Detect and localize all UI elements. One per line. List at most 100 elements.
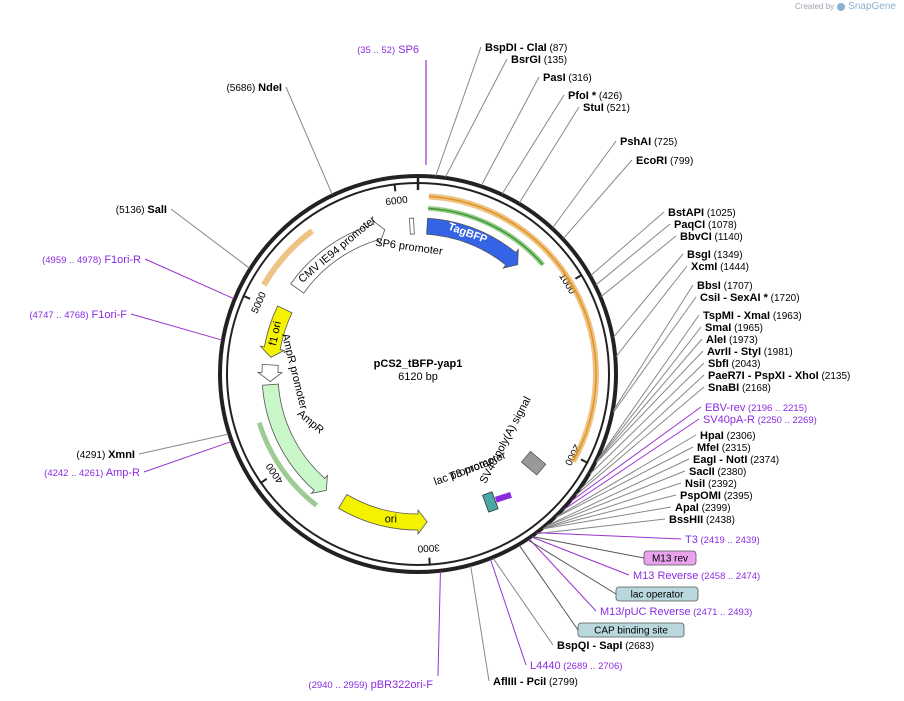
- enzyme-sacii: SacII (2380): [689, 466, 746, 478]
- primer-f1ori-r: (4959 .. 4978) F1ori-R: [42, 254, 141, 266]
- enzyme-bbvci: BbvCI (1140): [680, 231, 743, 243]
- primer-m13-puc-reverse: M13/pUC Reverse (2471 .. 2493): [600, 606, 752, 618]
- callout-line-enzyme-7: [590, 211, 665, 276]
- callout-line-primer-9: [130, 313, 223, 341]
- feature-m13-site: [494, 491, 512, 503]
- callout-line-enzyme-17: [595, 350, 704, 464]
- cds-arc-right-line: [428, 195, 597, 462]
- tick-5000: [242, 294, 251, 300]
- watermark-prefix: Created by: [795, 2, 835, 11]
- callout-line-enzyme-32: [170, 208, 250, 269]
- enzyme-nsii: NsiI (2392): [685, 478, 737, 490]
- enzyme-bsrgi: BsrGI (135): [511, 54, 567, 66]
- callout-line-enzyme-11: [615, 265, 688, 357]
- callout-line-primer-1: [570, 406, 702, 502]
- callout-line-enzyme-3: [501, 94, 565, 194]
- primer-sv40pa-r: SV40pA-R (2250 .. 2269): [703, 414, 817, 426]
- callout-line-enzyme-18: [589, 362, 705, 475]
- callout-line-enzyme-22: [555, 446, 694, 519]
- feature-label-sv40-polya: SV40 poly(A) signal: [478, 395, 534, 486]
- callout-line-primer-7: [437, 571, 441, 677]
- primer-pbr322ori-f: (2940 .. 2959) pBR322ori-F: [308, 679, 433, 691]
- enzyme-bbsi: BbsI (1707): [697, 280, 753, 292]
- callout-line-box-2: [518, 545, 579, 631]
- tick-2000: [580, 458, 589, 464]
- enzyme-pfoi: PfoI * (426): [568, 90, 622, 102]
- callout-line-enzyme-30: [470, 565, 490, 682]
- enzyme-stui: StuI (521): [583, 102, 630, 114]
- enzyme-sbfi: SbfI (2043): [708, 358, 760, 370]
- enzyme-paqci: PaqCI (1078): [674, 219, 737, 231]
- callout-line-enzyme-19: [579, 374, 705, 491]
- callout-line-enzyme-12: [613, 284, 694, 411]
- callout-line-enzyme-13: [612, 296, 697, 413]
- feature-tagbfp: [426, 217, 519, 269]
- callout-line-enzyme-24: [545, 470, 686, 527]
- box-label-m13-rev: M13 rev: [652, 554, 688, 565]
- callout-line-enzyme-2: [480, 76, 540, 186]
- plasmid-size: 6120 bp: [398, 371, 438, 383]
- callout-line-enzyme-20: [575, 386, 705, 496]
- primer-m13-reverse: M13 Reverse (2458 .. 2474): [633, 570, 760, 582]
- enzyme-bspdi: BspDI - ClaI (87): [485, 42, 567, 54]
- callout-line-box-1: [527, 539, 617, 595]
- tick-label-5000: 5000: [250, 290, 269, 315]
- enzyme-eagi: EagI - NotI (2374): [693, 454, 779, 466]
- enzyme-csii: CsiI - SexAI * (1720): [700, 292, 800, 304]
- callout-line-primer-5: [528, 538, 597, 612]
- callout-line-primer-6: [489, 559, 527, 666]
- watermark-brand: SnapGene: [848, 1, 896, 12]
- callout-line-enzyme-14: [597, 314, 700, 460]
- callout-line-enzyme-9: [600, 235, 677, 297]
- callout-line-enzyme-28: [536, 518, 666, 535]
- plasmid-name: pCS2_tBFP-yap1: [374, 358, 463, 370]
- feature-label-cmv-ie94-promoter: CMV IE94 promoter: [296, 214, 378, 286]
- enzyme-afliii: AflIII - PciI (2799): [493, 676, 578, 688]
- enzyme-apai: ApaI (2399): [675, 502, 731, 514]
- feature-label-f1-ori: f1 ori: [267, 320, 284, 346]
- callout-line-primer-8: [143, 441, 232, 473]
- enzyme-sali: (5136) SalI: [116, 204, 167, 216]
- callout-line-enzyme-0: [435, 46, 482, 176]
- snapgene-logo-icon: [837, 2, 846, 11]
- box-cap-binding-site: [577, 622, 685, 638]
- feature-ampr-promoter: [256, 363, 284, 383]
- primer-t3: T3 (2419 .. 2439): [685, 534, 760, 546]
- enzyme-bsgi: BsgI (1349): [687, 249, 743, 261]
- snapgene-watermark: Created by SnapGene: [795, 1, 896, 12]
- enzyme-xmni: (4291) XmnI: [76, 449, 135, 461]
- primer-sp6: (35 .. 52) SP6: [357, 44, 419, 56]
- callout-line-enzyme-33: [285, 86, 333, 195]
- callout-line-primer-3: [537, 532, 682, 540]
- callout-line-enzyme-29: [492, 557, 554, 646]
- callout-line-primer-10: [144, 258, 235, 300]
- callout-line-enzyme-23: [546, 458, 690, 527]
- enzyme-tspmi: TspMI - XmaI (1963): [703, 310, 802, 322]
- box-label-lac-operator: lac operator: [631, 590, 684, 601]
- callout-line-enzyme-15: [597, 326, 702, 461]
- primer-l4440: L4440 (2689 .. 2706): [530, 660, 622, 672]
- enzyme-bstapi: BstAPI (1025): [668, 207, 736, 219]
- enzyme-pasi: PasI (316): [543, 72, 592, 84]
- tick-label-6000: 6000: [385, 195, 409, 209]
- feature-sv40-polya: [520, 450, 547, 476]
- feature-ampr: [261, 383, 328, 494]
- enzyme-bsshii: BssHII (2438): [669, 514, 735, 526]
- callout-line-enzyme-21: [556, 434, 697, 517]
- feature-label-ampr: AmpR: [295, 408, 326, 437]
- callout-line-enzyme-31: [138, 433, 229, 455]
- feature-f1-ori: [259, 305, 293, 358]
- enzyme-pspomi: PspOMI (2395): [680, 490, 753, 502]
- feature-sp6-promoter: [409, 217, 415, 235]
- tick-1000: [574, 273, 583, 280]
- enzyme-hpai: HpaI (2306): [700, 430, 756, 442]
- enzyme-pshai: PshAI (725): [620, 136, 677, 148]
- enzyme-ndei: (5686) NdeI: [226, 82, 282, 94]
- feature-lac-promoter: [482, 491, 499, 513]
- callout-line-primer-4: [531, 536, 630, 576]
- feature-label-sp6-promoter: SP6 promoter: [374, 237, 443, 258]
- callout-line-primer-2: [563, 418, 700, 510]
- cds-arc-left: [261, 228, 314, 287]
- feature-cmv-ie94-promoter: [290, 219, 386, 294]
